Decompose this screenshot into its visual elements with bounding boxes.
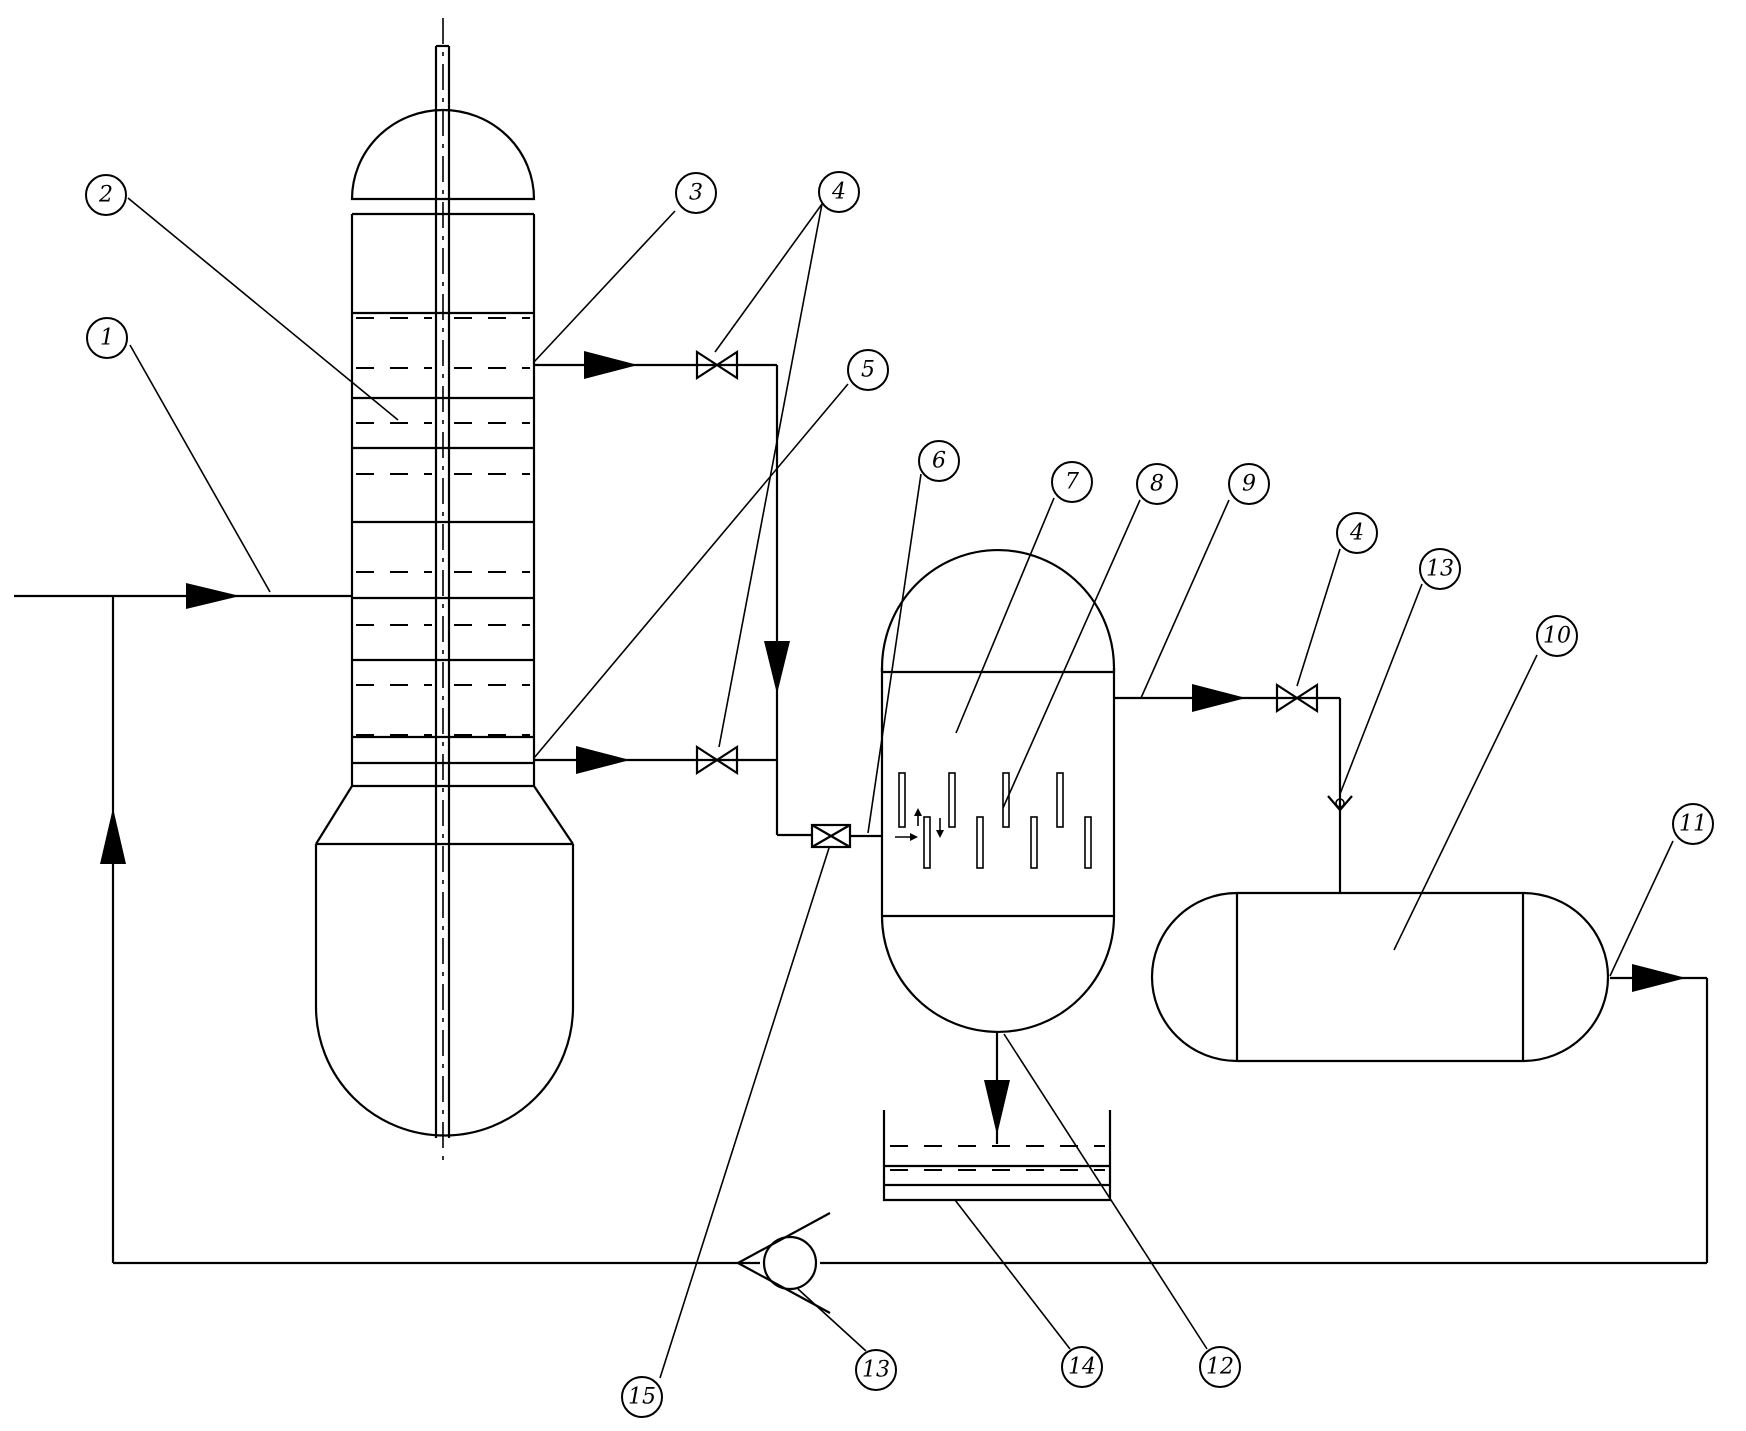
label-10: 10: [1536, 615, 1578, 657]
outlet-arrow: [1632, 964, 1686, 992]
baffle-plates: [895, 772, 1092, 869]
label-8: 8: [1136, 463, 1178, 505]
collection-tank: [882, 1110, 1112, 1202]
upper-valve: [695, 349, 739, 381]
label-4-right-text: 4: [1349, 521, 1364, 546]
label-9: 9: [1228, 463, 1270, 505]
label-1-text: 1: [100, 326, 114, 351]
label-14: 14: [1061, 1346, 1103, 1388]
recycle-up-arrow: [100, 808, 126, 864]
label-12-text: 12: [1206, 1355, 1234, 1380]
label-3: 3: [675, 172, 717, 214]
feed-line: [14, 583, 352, 609]
label-5-text: 5: [861, 358, 875, 383]
label-13-upper: 13: [1419, 548, 1461, 590]
label-14-text: 14: [1068, 1355, 1096, 1380]
column-bottom-head: [314, 844, 575, 1137]
collector-down-arrow: [764, 641, 790, 694]
label-5: 5: [847, 349, 889, 391]
recycle-line: [100, 596, 1709, 1265]
lower-valve: [695, 744, 739, 776]
drain-arrow: [984, 1080, 1010, 1135]
label-15-text: 15: [628, 1385, 656, 1410]
lower-outlet-line: [534, 744, 777, 776]
label-3-text: 3: [689, 181, 703, 206]
label-6: 6: [918, 440, 960, 482]
transfer-line: [1114, 682, 1353, 893]
leader-lines: [127, 197, 1674, 1379]
label-2-text: 2: [98, 183, 113, 208]
label-8-text: 8: [1150, 472, 1164, 497]
upper-outlet-line: [534, 349, 777, 381]
label-7-text: 7: [1065, 470, 1079, 495]
label-4-upper: 4: [818, 171, 860, 213]
separator-vessel: [880, 548, 1116, 1144]
mixer: [810, 823, 882, 849]
label-11-text: 11: [1679, 812, 1707, 837]
label-4-right: 4: [1336, 512, 1378, 554]
label-4-upper-text: 4: [831, 180, 846, 205]
column: [314, 18, 575, 1168]
label-12: 12: [1199, 1346, 1241, 1388]
label-10-text: 10: [1543, 624, 1571, 649]
label-7: 7: [1051, 461, 1093, 503]
transfer-valve: [1275, 682, 1319, 714]
storage-tank: [1150, 891, 1610, 1063]
label-13-lower-text: 13: [862, 1358, 890, 1383]
column-top-dome: [350, 108, 536, 201]
label-15: 15: [621, 1376, 663, 1418]
label-9-text: 9: [1242, 472, 1256, 497]
label-13-lower: 13: [855, 1349, 897, 1391]
label-2: 2: [85, 174, 127, 216]
feed-arrow: [186, 583, 240, 609]
label-6-text: 6: [932, 449, 946, 474]
label-13-upper-text: 13: [1426, 557, 1454, 582]
label-1: 1: [86, 317, 128, 359]
label-11: 11: [1672, 803, 1714, 845]
